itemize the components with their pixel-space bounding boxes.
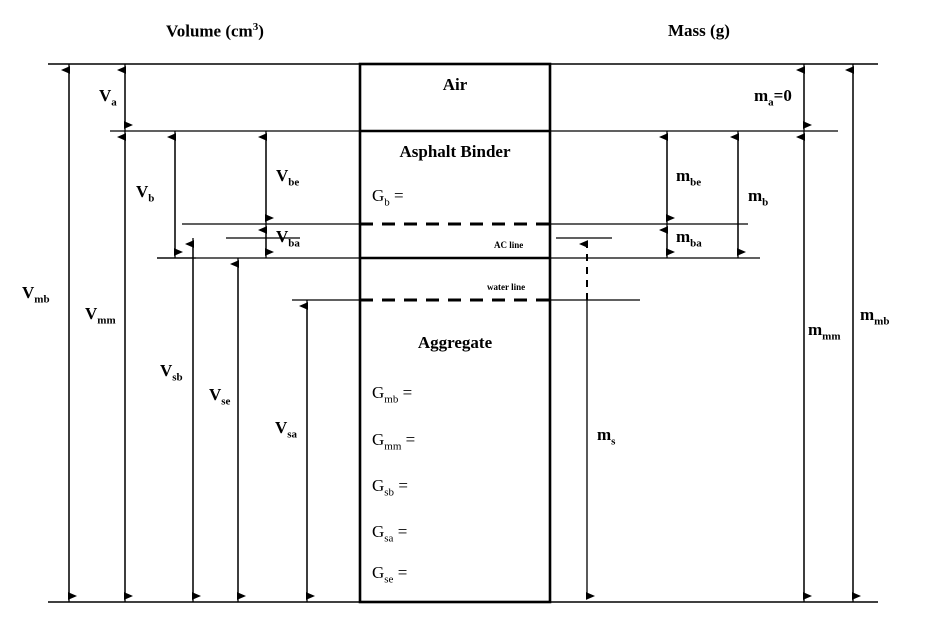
mass-label-mmm: mmm bbox=[808, 320, 841, 342]
gravity-gsa: Gsa = bbox=[372, 522, 407, 544]
va-sub: a bbox=[111, 96, 117, 109]
vse-sub: se bbox=[221, 395, 231, 408]
volume-label-vbe: Vbe bbox=[276, 166, 299, 188]
gravity-gmm: Gmm = bbox=[372, 430, 415, 452]
gmb-sub: mb bbox=[384, 393, 399, 406]
mb-base: m bbox=[748, 186, 763, 205]
vb-sub: b bbox=[148, 192, 155, 205]
vmb-sub: mb bbox=[34, 293, 50, 306]
mass-label-ms: ms bbox=[597, 425, 615, 447]
gsb-sub: sb bbox=[384, 486, 395, 499]
mmb-sub: mb bbox=[874, 315, 890, 328]
volume-label-vsa: Vsa bbox=[275, 418, 297, 440]
vsb-sub: sb bbox=[172, 371, 183, 384]
vbe-base: V bbox=[276, 166, 289, 185]
water-line-caption: water line bbox=[487, 282, 526, 292]
gsb-base: G bbox=[372, 476, 385, 495]
phase-column-box bbox=[358, 62, 552, 604]
gmm-sub: mm bbox=[384, 440, 402, 453]
gsa-sub: sa bbox=[384, 532, 394, 545]
ms-sub: s bbox=[611, 435, 616, 448]
volume-label-va: Va bbox=[99, 86, 117, 108]
volume-header-exponent: 3 bbox=[252, 21, 259, 33]
vse-base: V bbox=[209, 385, 222, 404]
volume-label-vmb: Vmb bbox=[22, 283, 50, 305]
gravity-gsb: Gsb = bbox=[372, 476, 408, 498]
ma-sub: a bbox=[768, 96, 774, 109]
gravity-gmb: Gmb = bbox=[372, 383, 412, 405]
mass-label-mb: mb bbox=[748, 186, 768, 208]
ms-base: m bbox=[597, 425, 612, 444]
ma-base: m bbox=[754, 86, 769, 105]
volume-label-vb: Vb bbox=[136, 182, 154, 204]
gse-sub: se bbox=[384, 573, 394, 586]
vba-base: V bbox=[276, 227, 289, 246]
mbe-base: m bbox=[676, 166, 691, 185]
ac-line-caption: AC line bbox=[494, 240, 524, 250]
phase-label-asphalt-binder: Asphalt Binder bbox=[399, 142, 511, 161]
gb-base: G bbox=[372, 186, 385, 205]
vbe-sub: be bbox=[288, 176, 300, 189]
volume-label-vmm: Vmm bbox=[85, 304, 116, 326]
va-base: V bbox=[99, 86, 112, 105]
volume-header-tail: ) bbox=[258, 21, 264, 41]
gse-base: G bbox=[372, 563, 385, 582]
volume-label-vsb: Vsb bbox=[160, 361, 183, 383]
vsb-base: V bbox=[160, 361, 173, 380]
mmm-base: m bbox=[808, 320, 823, 339]
gsa-eq: = bbox=[393, 522, 408, 541]
vmm-sub: mm bbox=[97, 314, 116, 327]
gsa-base: G bbox=[372, 522, 385, 541]
vsa-base: V bbox=[275, 418, 288, 437]
vb-base: V bbox=[136, 182, 149, 201]
volume-label-vse: Vse bbox=[209, 385, 230, 407]
phase-label-aggregate: Aggregate bbox=[417, 333, 493, 352]
mass-label-mbe: mbe bbox=[676, 166, 701, 188]
mass-label-mba: mba bbox=[676, 227, 702, 249]
vba-sub: ba bbox=[288, 237, 300, 250]
gmm-eq: = bbox=[401, 430, 416, 449]
gravity-gb: Gb = bbox=[372, 186, 404, 208]
ma-tail: =0 bbox=[773, 86, 792, 105]
mmm-sub: mm bbox=[822, 330, 841, 343]
mmb-base: m bbox=[860, 305, 875, 324]
mba-base: m bbox=[676, 227, 691, 246]
mass-label-mmb: mmb bbox=[860, 305, 889, 327]
gmb-eq: = bbox=[398, 383, 413, 402]
mass-column-header: Mass (g) bbox=[668, 21, 730, 40]
gmm-base: G bbox=[372, 430, 385, 449]
mbe-sub: be bbox=[690, 176, 702, 189]
vmb-base: V bbox=[22, 283, 35, 302]
gravity-gse: Gse = bbox=[372, 563, 407, 585]
gse-eq: = bbox=[393, 563, 408, 582]
mass-label-ma: ma=0 bbox=[754, 86, 792, 108]
vsa-sub: sa bbox=[287, 428, 298, 441]
gb-eq: = bbox=[389, 186, 404, 205]
volume-label-vba: Vba bbox=[276, 227, 300, 249]
gsb-eq: = bbox=[394, 476, 408, 495]
mb-sub: b bbox=[762, 196, 769, 209]
mba-sub: ba bbox=[690, 237, 702, 250]
vmm-base: V bbox=[85, 304, 98, 323]
gb-sub: b bbox=[384, 196, 390, 209]
gmb-base: G bbox=[372, 383, 385, 402]
phase-label-air: Air bbox=[442, 75, 468, 94]
volume-header-text: Volume (cm bbox=[166, 21, 253, 41]
volume-column-header: Volume (cm3) bbox=[166, 21, 264, 42]
